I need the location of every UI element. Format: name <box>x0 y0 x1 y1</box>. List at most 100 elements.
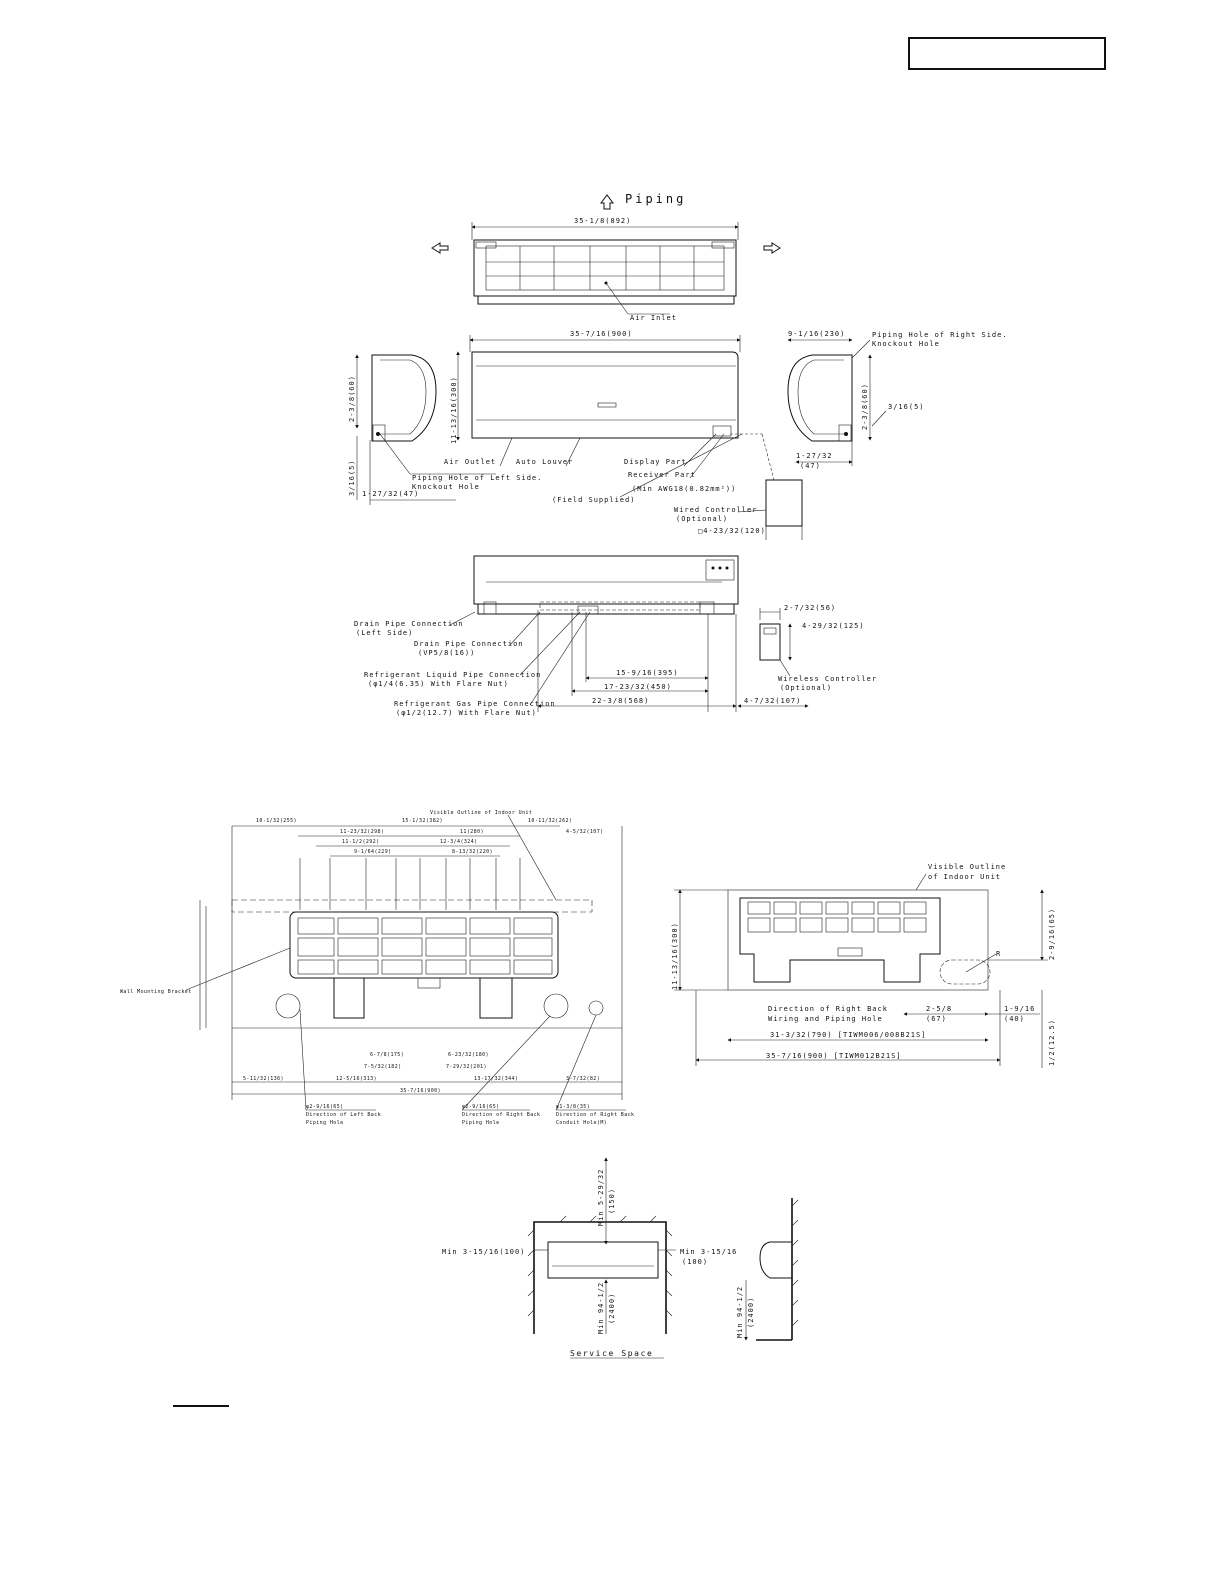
liquid-label-2: (φ1/4(6.35) With Flare Nut) <box>368 680 509 688</box>
dim-125: 4-29/32(125) <box>802 622 865 630</box>
bracket-visible-outline: Visible Outline of Indoor Unit <box>430 810 532 816</box>
right-back-hole <box>939 959 991 985</box>
drain-left-label-1: Drain Pipe Connection <box>354 620 464 628</box>
service-side-bottom: Min 94-1/2 <box>736 1286 744 1338</box>
front-width-label: 35-1/8(892) <box>574 217 631 225</box>
dim-900: 35-7/16(900) [TIWM012B21S] <box>766 1052 902 1060</box>
wireless-label-1: Wireless Controller <box>778 675 877 683</box>
bottom-dim-0: 5-11/32(136) <box>243 1076 284 1082</box>
right-dir-label-2: Direction of Right Back <box>462 1112 540 1118</box>
right-depth-dim: 1-27/32 <box>796 452 833 460</box>
right-offset-dim: 3/16(5) <box>888 403 925 411</box>
top-dim-2: 10-11/32(262) <box>528 818 572 824</box>
left-depth-dim: 1-27/32(47) <box>362 490 419 498</box>
air-outlet-label: Air Outlet <box>444 458 496 466</box>
top-dim-7: 12-3/4(324) <box>440 839 478 845</box>
receiver-part-label: Receiver Part <box>628 471 696 479</box>
service-right-mm: (100) <box>682 1258 708 1266</box>
piping-label: Piping <box>625 192 686 206</box>
bottom-dim-5: 6-7/8(175) <box>370 1052 404 1058</box>
gas-label-1: Refrigerant Gas Pipe Connection <box>394 700 556 708</box>
bottom-dim-7: 6-23/32(180) <box>448 1052 489 1058</box>
drain-left-label-2: (Left Side) <box>356 629 413 637</box>
bottom-dim-3: 3-7/32(82) <box>566 1076 600 1082</box>
bracket-height-label: 11-13/16(300) <box>671 922 679 990</box>
indoor-unit-front <box>471 351 739 439</box>
piping-right-label-1: Piping Hole of Right Side. <box>872 331 1008 339</box>
right-top-65: 2-9/16(65) <box>1048 908 1056 960</box>
left-top-dim: 2-3/8(60) <box>348 375 356 422</box>
dim-56: 2-7/32(56) <box>784 604 836 612</box>
service-unit <box>547 1241 659 1279</box>
display-part-label: Display Part <box>624 458 687 466</box>
dim-395: 15-9/16(395) <box>616 669 679 677</box>
top-dim-9: 8-13/32(220) <box>452 849 493 855</box>
right-top-dim: 2-3/8(60) <box>861 383 869 430</box>
service-left: Min 3-15/16(100) <box>442 1248 525 1256</box>
left-bottom-dim: 3/16(5) <box>348 459 356 496</box>
left-dir-label-2: Direction of Left Back <box>306 1112 381 1118</box>
left-piping-hole <box>275 993 301 1019</box>
right-piping-hole <box>543 993 569 1019</box>
outline-indoor-unit <box>727 889 989 991</box>
piping-left-label-2: Knockout Hole <box>412 483 480 491</box>
bottom-dim-4: 35-7/16(900) <box>400 1088 441 1094</box>
service-right: Min 3-15/16 <box>680 1248 737 1256</box>
visible-outline-1: Visible Outline <box>928 863 1006 871</box>
dim-12-5: 1/2(12.5) <box>1048 1019 1056 1066</box>
top-dim-6: 11-1/2(292) <box>342 839 380 845</box>
service-top-mm: (150) <box>608 1188 616 1214</box>
right-side-view <box>787 354 853 442</box>
service-space: Min 5-29/32 (150) Min 3-15/16(100) Min 3… <box>442 1157 799 1359</box>
service-side-unit <box>759 1241 792 1279</box>
air-inlet-label: Air Inlet <box>630 314 677 322</box>
top-dim-8: 9-1/64(229) <box>354 849 392 855</box>
service-title: Service Space <box>570 1349 653 1358</box>
service-bottom: Min 94-1/2 <box>597 1282 605 1334</box>
bracket-plate <box>739 897 941 983</box>
left-dir-label-1: φ2-9/16(65) <box>306 1104 344 1110</box>
top-dim-4: 11(280) <box>460 829 484 835</box>
left-piping-arrow-icon <box>431 242 449 254</box>
footnote-rule <box>173 1405 229 1407</box>
drain-label-2: (VP5/8(16)) <box>418 649 475 657</box>
main-height-label: 11-13/16(300) <box>450 376 458 444</box>
bracket-right-view: Visible Outline of Indoor Unit R <box>671 863 1056 1068</box>
left-side-view <box>371 354 437 442</box>
bottom-dim-8: 7-29/32(201) <box>446 1064 487 1070</box>
bracket-view: Visible Outline of Indoor Unit 10-1/32(2… <box>120 810 634 1126</box>
wired-controller-label-1: Wired Controller <box>674 506 757 514</box>
dim-67-mm: (67) <box>926 1015 947 1023</box>
service-side-bottom-mm: (2400) <box>747 1297 755 1328</box>
conduit-label-3: Conduit Hole(M) <box>556 1120 607 1126</box>
liquid-label-1: Refrigerant Liquid Pipe Connection <box>364 671 541 679</box>
dim-40: 1-9/16 <box>1004 1005 1035 1013</box>
bottom-dim-6: 7-5/32(182) <box>364 1064 402 1070</box>
wired-controller-label-3: □4-23/32(120) <box>698 527 766 535</box>
right-dir-label-1: φ2-9/16(65) <box>462 1104 500 1110</box>
dim-107: 4-7/32(107) <box>744 697 801 705</box>
top-dim-0: 10-1/32(255) <box>256 818 297 824</box>
indoor-unit-bottom <box>473 555 739 605</box>
wall-bracket-label: Wall Mounting Bracket <box>120 989 192 995</box>
main-width-label: 35-7/16(900) <box>570 330 633 338</box>
right-dir-label-3: Piping Hole <box>462 1120 500 1126</box>
bottom-dim-2: 13-17/32(344) <box>474 1076 518 1082</box>
auto-louver-label: Auto Louver <box>516 458 573 466</box>
wireless-controller-box <box>759 623 781 661</box>
drain-label-1: Drain Pipe Connection <box>414 640 524 648</box>
piping-up-arrow-icon <box>600 194 614 210</box>
dim-450: 17-23/32(450) <box>604 683 672 691</box>
left-dir-label-3: Piping Hole <box>306 1120 344 1126</box>
bottom-view: Drain Pipe Connection (Left Side) Drain … <box>354 555 877 717</box>
field-supplied-label: (Field Supplied) <box>552 496 635 504</box>
dim-790: 31-3/32(790) [TIWM006/008B21S] <box>770 1031 926 1039</box>
right-piping-arrow-icon <box>763 242 781 254</box>
dim-568: 22-3/8(568) <box>592 697 649 705</box>
piping-left-label-1: Piping Hole of Left Side. <box>412 474 542 482</box>
wired-controller-box <box>765 479 803 527</box>
wall-mounting-bracket <box>289 911 559 979</box>
top-dim-5: 4-5/32(107) <box>566 829 604 835</box>
header-box <box>908 37 1106 70</box>
